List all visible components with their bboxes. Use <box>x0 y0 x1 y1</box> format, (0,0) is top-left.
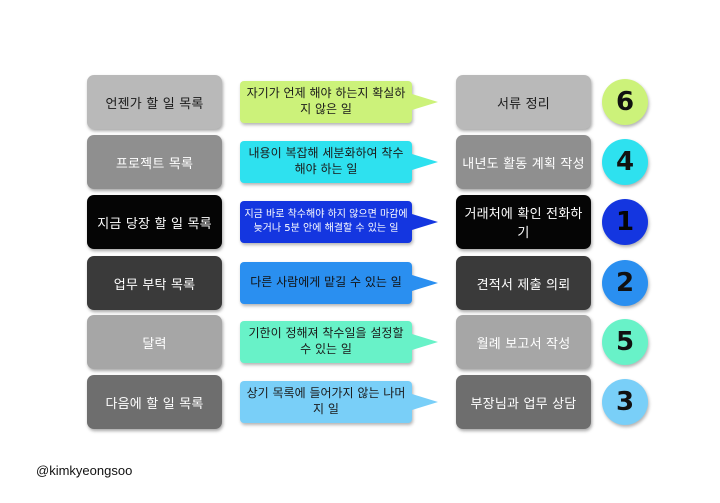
priority-number-badge: 6 <box>602 79 648 125</box>
example-task-box: 거래처에 확인 전화하기 <box>456 195 591 249</box>
row-project: 프로젝트 목록 내용이 복잡해 세분화하여 착수해야 하는 일 내년도 활동 계… <box>0 135 720 189</box>
example-task-box: 부장님과 업무 상담 <box>456 375 591 429</box>
priority-number-badge: 4 <box>602 139 648 185</box>
category-box: 프로젝트 목록 <box>87 135 222 189</box>
description-callout: 기한이 정해져 착수일을 설정할 수 있는 일 <box>240 321 438 363</box>
row-delegate: 업무 부탁 목록 다른 사람에게 맡길 수 있는 일 견적서 제출 의뢰 2 <box>0 256 720 310</box>
category-box: 지금 당장 할 일 목록 <box>87 195 222 249</box>
category-box: 달력 <box>87 315 222 369</box>
description-callout: 지금 바로 착수해야 하지 않으면 마감에 늦거나 5분 안에 해결할 수 있는… <box>240 201 438 243</box>
priority-number-badge: 3 <box>602 379 648 425</box>
description-callout: 자기가 언제 해야 하는지 확실하지 않은 일 <box>240 81 438 123</box>
description-callout: 내용이 복잡해 세분화하여 착수해야 하는 일 <box>240 141 438 183</box>
example-task-box: 월례 보고서 작성 <box>456 315 591 369</box>
row-next: 다음에 할 일 목록 상기 목록에 들어가지 않는 나머지 일 부장님과 업무 … <box>0 375 720 429</box>
priority-number-badge: 5 <box>602 319 648 365</box>
description-callout: 다른 사람에게 맡길 수 있는 일 <box>240 262 438 304</box>
author-credit: @kimkyeongsoo <box>36 463 133 478</box>
example-task-box: 서류 정리 <box>456 75 591 129</box>
example-task-box: 견적서 제출 의뢰 <box>456 256 591 310</box>
category-box: 언젠가 할 일 목록 <box>87 75 222 129</box>
category-box: 다음에 할 일 목록 <box>87 375 222 429</box>
row-someday: 언젠가 할 일 목록 자기가 언제 해야 하는지 확실하지 않은 일 서류 정리… <box>0 75 720 129</box>
example-task-box: 내년도 활동 계획 작성 <box>456 135 591 189</box>
description-callout: 상기 목록에 들어가지 않는 나머지 일 <box>240 381 438 423</box>
row-calendar: 달력 기한이 정해져 착수일을 설정할 수 있는 일 월례 보고서 작성 5 <box>0 315 720 369</box>
priority-number-badge: 1 <box>602 199 648 245</box>
row-immediate: 지금 당장 할 일 목록 지금 바로 착수해야 하지 않으면 마감에 늦거나 5… <box>0 195 720 249</box>
category-box: 업무 부탁 목록 <box>87 256 222 310</box>
priority-number-badge: 2 <box>602 260 648 306</box>
